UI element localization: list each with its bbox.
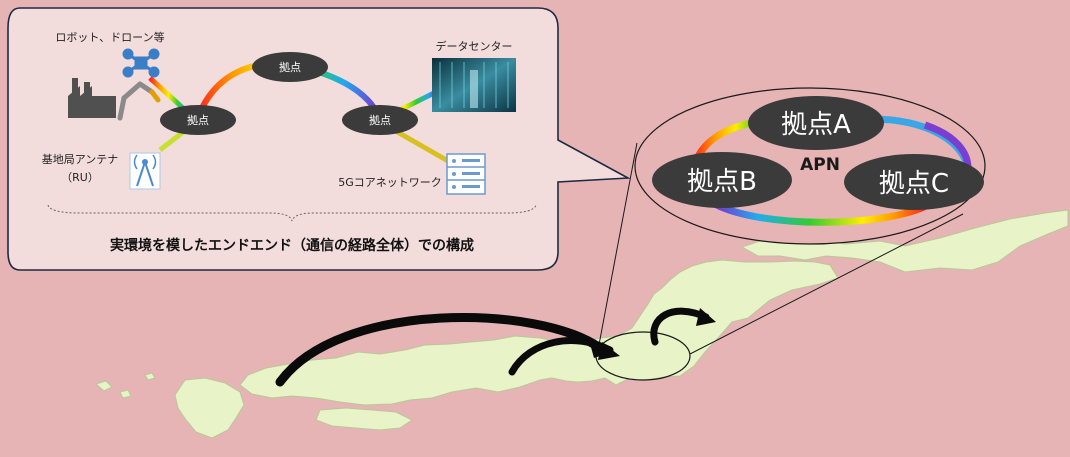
site-c-node <box>844 154 984 210</box>
node-left-label: 拠点 <box>187 114 209 127</box>
apn-ring-bottom <box>713 200 928 226</box>
callout-caption: 実環境を模したエンドエンド（通信の経路全体）での構成 <box>110 237 474 254</box>
kyushu-shape <box>174 377 245 439</box>
factory-icon <box>68 78 116 118</box>
site-b-label: 拠点B <box>687 167 757 197</box>
robot-label: ロボット、ドローン等 <box>55 30 164 44</box>
site-a-label: 拠点A <box>781 110 851 140</box>
shikoku-shape <box>315 407 413 431</box>
dotted-brace <box>47 204 537 222</box>
robot-arm-icon <box>117 81 161 121</box>
core-label: 5Gコアネットワーク <box>338 176 442 189</box>
arrowhead-3 <box>696 308 716 326</box>
callout-bubble <box>7 7 631 271</box>
arrowhead-2 <box>598 342 620 360</box>
datacenter-label: データセンター <box>436 39 513 53</box>
small-island-1 <box>94 380 113 392</box>
zoom-line-left <box>597 142 638 351</box>
arrow-west-to-center <box>275 313 605 387</box>
site-a-node <box>748 96 884 150</box>
factory-robot-drone-icon <box>68 48 161 121</box>
antenna-label-line1: 基地局アンテナ <box>42 153 119 166</box>
datacenter-icon <box>432 58 516 112</box>
server-icon <box>446 153 486 195</box>
japan-map <box>94 209 1069 439</box>
drone-icon <box>122 48 160 78</box>
small-island-3 <box>144 372 156 381</box>
node-top-label: 拠点 <box>279 61 301 74</box>
node-right-label: 拠点 <box>369 114 391 127</box>
site-b-node <box>652 152 792 208</box>
small-island-2 <box>119 389 132 399</box>
honshu-shape <box>239 259 839 406</box>
node-top <box>252 52 328 82</box>
node-right <box>342 105 418 135</box>
arrow-kanto-to-north <box>650 307 710 346</box>
antenna-label-line2: （RU） <box>61 171 99 184</box>
site-c-label: 拠点C <box>879 169 949 199</box>
antenna-icon <box>129 152 161 190</box>
node-left <box>160 105 236 135</box>
apn-label: APN <box>800 155 840 175</box>
zoom-line-right <box>689 213 964 355</box>
apn-ring-top-right-2 <box>923 121 972 169</box>
hokkaido-shape <box>740 209 1069 273</box>
